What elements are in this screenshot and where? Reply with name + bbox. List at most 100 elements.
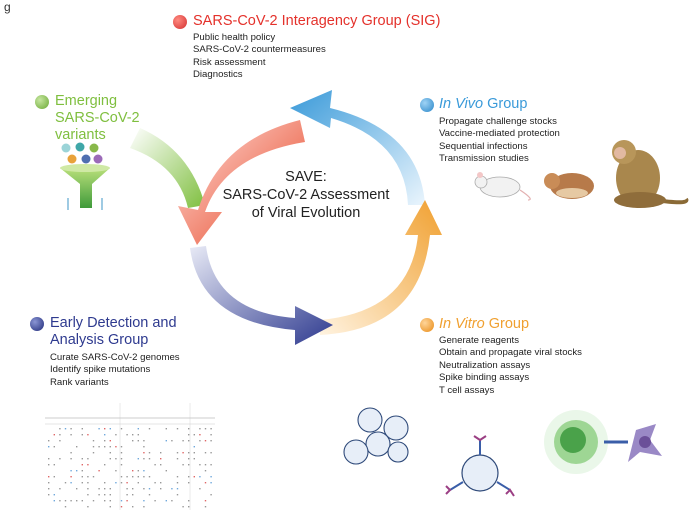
table-cell-mark xyxy=(165,500,167,502)
early-title: Early Detection and Analysis Group xyxy=(50,315,177,349)
table-cell-mark xyxy=(204,428,207,430)
table-cell-mark xyxy=(171,440,173,442)
table-cell-mark xyxy=(148,458,151,460)
table-cell-mark xyxy=(188,434,190,436)
table-cell-mark xyxy=(115,470,117,472)
table-cell-mark xyxy=(48,458,50,460)
table-cell-mark xyxy=(148,494,151,496)
table-cell-mark xyxy=(126,434,128,436)
invitro-title: In Vitro Group xyxy=(439,316,529,333)
emerging-arrow xyxy=(130,128,205,208)
table-cell-mark xyxy=(126,494,128,496)
table-cell-mark xyxy=(76,488,78,490)
early-dot-icon xyxy=(30,317,44,331)
table-cell-mark xyxy=(143,452,145,454)
table-cell-mark xyxy=(98,428,100,430)
table-cell-mark xyxy=(104,446,106,448)
table-cell-mark xyxy=(143,488,145,490)
table-cell-mark xyxy=(143,506,145,508)
table-cell-mark xyxy=(64,428,67,430)
table-cell-mark xyxy=(104,440,106,442)
table-cell-mark xyxy=(64,482,67,484)
table-cell-mark xyxy=(70,500,72,502)
table-cell-mark xyxy=(70,458,72,460)
table-cell-mark xyxy=(193,476,195,478)
table-cell-mark xyxy=(81,476,83,478)
table-cell-mark xyxy=(92,446,95,448)
table-cell-mark xyxy=(204,452,207,454)
mouse-icon xyxy=(474,172,531,201)
table-cell-mark xyxy=(81,500,83,502)
panel-label: g xyxy=(4,0,11,14)
table-cell-mark xyxy=(92,500,95,502)
table-cell-mark xyxy=(70,428,72,430)
table-cell-mark xyxy=(132,488,134,490)
table-cell-mark xyxy=(115,458,117,460)
invitro-dot-icon xyxy=(420,318,434,332)
table-cell-mark xyxy=(53,476,55,478)
table-cell-mark xyxy=(132,476,134,478)
table-cell-mark xyxy=(126,488,128,490)
table-cell-mark xyxy=(81,464,83,466)
invivo-item: Transmission studies xyxy=(439,153,529,165)
table-cell-mark xyxy=(204,500,207,502)
early-title-line-1: Early Detection and xyxy=(50,315,177,331)
table-cell-mark xyxy=(76,470,78,472)
table-cell-mark xyxy=(193,452,195,454)
table-cell-mark xyxy=(132,440,134,442)
table-cell-mark xyxy=(115,434,117,436)
table-cell-mark xyxy=(120,464,123,466)
table-cell-mark xyxy=(210,440,212,442)
table-cell-mark xyxy=(59,488,61,490)
table-cell-mark xyxy=(48,488,50,490)
invivo-title: In Vivo Group xyxy=(439,96,527,113)
sig-item: Public health policy xyxy=(193,32,276,43)
table-cell-mark xyxy=(137,440,139,442)
table-cell-mark xyxy=(87,488,89,490)
table-cell-mark xyxy=(104,464,106,466)
table-cell-mark xyxy=(176,476,179,478)
invivo-title-rest: Group xyxy=(483,96,528,112)
table-cell-mark xyxy=(210,428,212,430)
table-cell-mark xyxy=(160,482,162,484)
table-cell-mark xyxy=(70,482,72,484)
table-cell-mark xyxy=(109,452,111,454)
table-cell-mark xyxy=(53,494,55,496)
table-cell-mark xyxy=(59,428,61,430)
table-cell-mark xyxy=(199,476,201,478)
sig-list: Public health policy SARS-CoV-2 counterm… xyxy=(193,32,326,82)
invitro-title-italic: In Vitro xyxy=(439,316,485,332)
table-cell-mark xyxy=(104,434,106,436)
table-cell-mark xyxy=(199,440,201,442)
antibody-virus-icon xyxy=(445,435,515,497)
invivo-arrow xyxy=(290,90,425,205)
table-cell-mark xyxy=(148,488,151,490)
table-cell-mark xyxy=(132,470,134,472)
table-cell-mark xyxy=(188,506,190,508)
table-cell-mark xyxy=(53,464,55,466)
table-cell-mark xyxy=(64,506,67,508)
table-cell-mark xyxy=(182,506,184,508)
table-cell-mark xyxy=(210,476,212,478)
table-cell-mark xyxy=(182,440,184,442)
table-cell-mark xyxy=(126,500,128,502)
sig-item: SARS-CoV-2 countermeasures xyxy=(193,44,326,56)
sig-item: Risk assessment xyxy=(193,56,266,68)
table-cell-mark xyxy=(48,440,50,442)
table-cell-mark xyxy=(188,464,190,466)
early-item: Rank variants xyxy=(50,376,109,388)
table-cell-mark xyxy=(188,458,190,460)
table-cell-mark xyxy=(176,458,179,460)
table-cell-mark xyxy=(160,452,162,454)
invivo-title-italic: In Vivo xyxy=(439,96,484,112)
table-cell-mark xyxy=(143,440,145,442)
table-cell-mark xyxy=(120,476,123,478)
table-cell-mark xyxy=(204,506,207,508)
table-cell-mark xyxy=(188,440,190,442)
table-cell-mark xyxy=(204,440,207,442)
table-cell-mark xyxy=(48,446,50,448)
table-cell-mark xyxy=(188,482,190,484)
table-cell-mark xyxy=(81,434,83,436)
table-cell-mark xyxy=(137,434,139,436)
